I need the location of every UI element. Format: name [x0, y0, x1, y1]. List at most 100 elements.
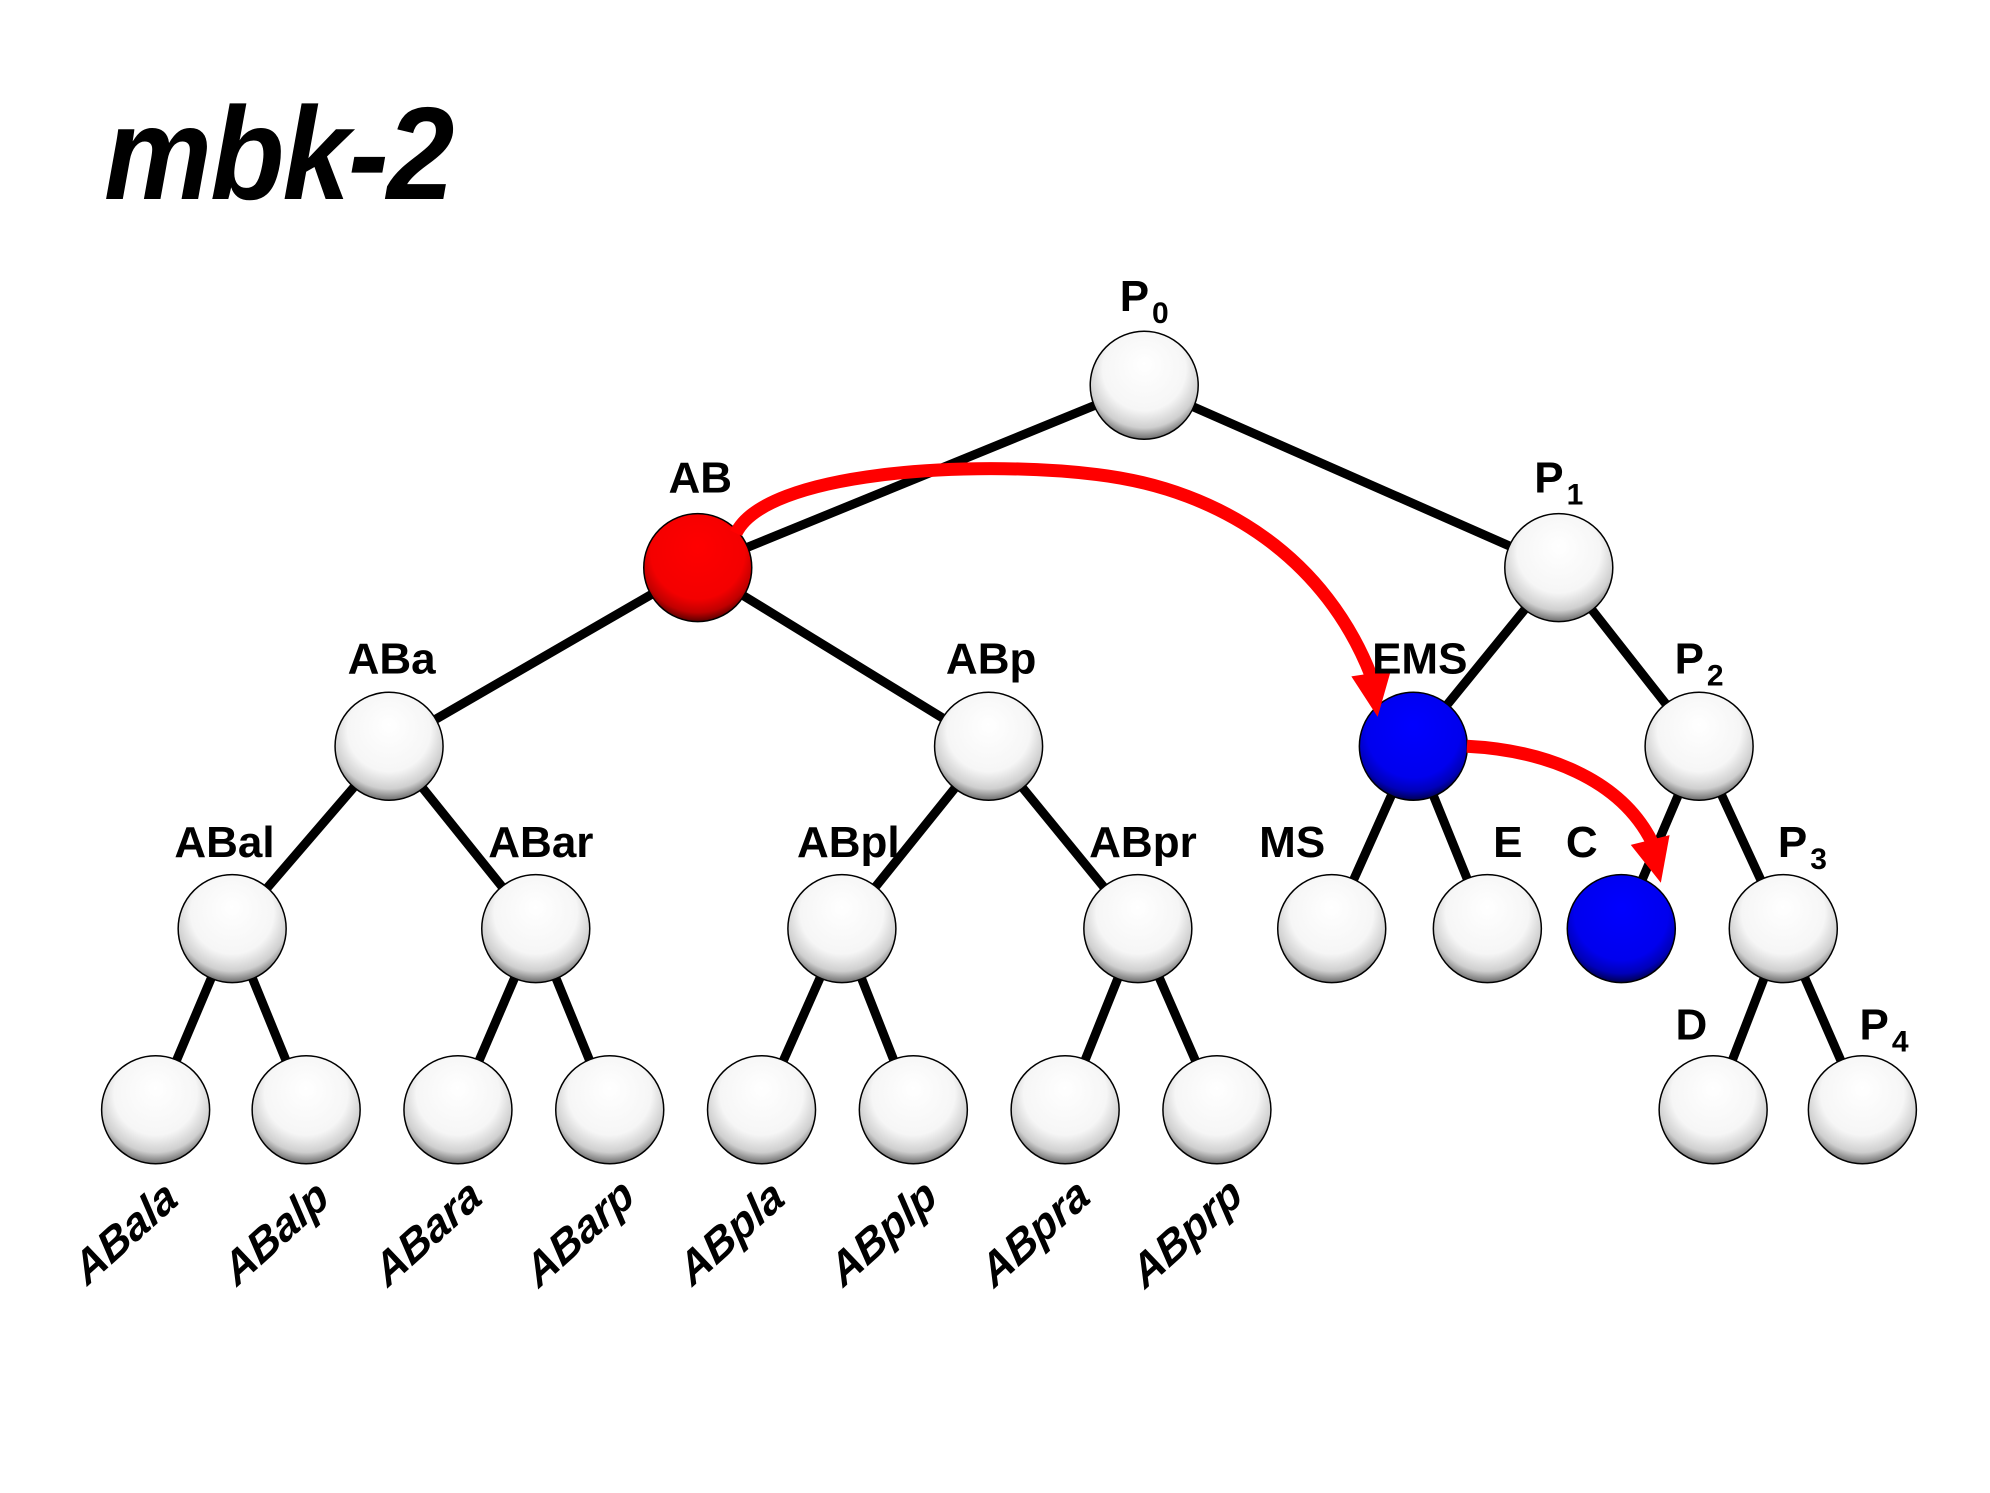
- edge-ems-ms: [1348, 790, 1398, 884]
- cell-node-e: [1432, 873, 1543, 984]
- cell-label-text: AB: [669, 453, 733, 502]
- cell-label-abprp: ABprp: [1122, 1167, 1250, 1298]
- cell-label-abp: ABp: [946, 635, 1036, 684]
- cell-label-text: P: [1778, 818, 1807, 867]
- edge-abpl-abplp: [856, 973, 899, 1064]
- cell-node-d: [1658, 1055, 1768, 1165]
- arrows-layer: [730, 462, 1670, 883]
- cell-node-abal: [177, 873, 287, 984]
- nodes-layer: [100, 330, 1918, 1165]
- cell-label-subscript: 2: [1707, 660, 1724, 693]
- cell-label-text: P: [1675, 635, 1704, 684]
- cell-node-abala: [100, 1055, 211, 1165]
- cell-node-abpr: [1083, 873, 1193, 984]
- cell-label-text: E: [1493, 818, 1522, 867]
- cell-label-ab: AB: [669, 453, 733, 502]
- cell-node-ab-source: [643, 512, 753, 623]
- edges-layer: [171, 399, 1846, 1065]
- cell-node-abprp: [1162, 1055, 1272, 1165]
- cell-label-abpra: ABpra: [971, 1168, 1097, 1298]
- cell-label-text: P: [1860, 1001, 1889, 1050]
- edge-abal-abala: [171, 972, 217, 1064]
- signal-arrow-ab-to-ems: [730, 462, 1378, 679]
- edge-p1-ems: [1442, 603, 1531, 709]
- cell-node-abalp: [251, 1055, 361, 1165]
- edge-aba-abal: [262, 781, 360, 893]
- edge-abar-abarp: [550, 973, 595, 1064]
- edge-abal-abalp: [246, 973, 291, 1064]
- edge-aba-abar: [416, 782, 507, 891]
- cell-label-abarp: ABarp: [516, 1168, 642, 1298]
- cell-label-text: ABa: [348, 635, 437, 684]
- cell-label-ms: MS: [1259, 818, 1325, 867]
- cell-node-aba: [334, 691, 444, 801]
- cell-label-text: ABp: [946, 635, 1036, 684]
- arrowhead-icon: [1351, 670, 1391, 717]
- cell-label-aba: ABa: [348, 635, 437, 684]
- edge-p1-p2: [1586, 604, 1671, 709]
- cell-label-abpla: ABpla: [670, 1170, 793, 1297]
- cell-label-abplp: ABplp: [821, 1169, 946, 1297]
- cell-label-e: E: [1493, 818, 1522, 867]
- cell-label-text: MS: [1259, 818, 1325, 867]
- edge-ems-e: [1427, 790, 1472, 883]
- edge-abp-abpl: [870, 782, 961, 891]
- cell-label-subscript: 0: [1152, 297, 1169, 330]
- edge-p0-p1: [1188, 401, 1513, 551]
- cell-label-abpl: ABpl: [797, 818, 900, 867]
- edge-abpr-abpra: [1080, 973, 1124, 1064]
- cell-label-abalp: ABalp: [214, 1170, 337, 1297]
- arrowhead-icon: [1630, 835, 1670, 883]
- edge-ab-abp: [738, 589, 947, 723]
- cell-node-abara: [403, 1055, 513, 1165]
- edge-p3-d: [1727, 973, 1770, 1063]
- cell-label-text: P: [1120, 272, 1149, 321]
- cell-label-text: ABal: [174, 818, 274, 867]
- cell-node-abpl: [787, 873, 897, 984]
- cell-node-abpra: [1010, 1055, 1120, 1165]
- cell-label-text: EMS: [1372, 635, 1467, 684]
- edge-abpr-abprp: [1153, 972, 1201, 1064]
- cell-node-p3: [1728, 873, 1839, 984]
- cell-label-text: ABpl: [797, 818, 900, 867]
- cell-label-abal: ABal: [174, 818, 274, 867]
- cell-label-text: C: [1566, 818, 1598, 867]
- cell-label-text: P: [1534, 453, 1563, 502]
- cell-label-abar: ABar: [488, 818, 593, 867]
- cell-node-abarp: [554, 1055, 665, 1165]
- cell-label-c: C: [1566, 818, 1598, 867]
- cell-node-p4: [1807, 1055, 1918, 1165]
- edge-p3-p4: [1799, 972, 1846, 1064]
- cell-node-abar: [481, 873, 591, 984]
- edge-ab-aba: [431, 588, 657, 725]
- cell-label-subscript: 3: [1810, 843, 1827, 876]
- cell-label-text: ABar: [488, 818, 593, 867]
- edge-abar-abara: [474, 972, 521, 1064]
- cell-label-text: D: [1676, 1001, 1708, 1050]
- cell-node-c-target: [1566, 873, 1677, 984]
- cell-node-ms: [1276, 873, 1387, 984]
- edge-abpl-abpla: [778, 972, 826, 1065]
- cell-label-abara: ABara: [365, 1169, 490, 1297]
- cell-node-abp: [933, 691, 1044, 801]
- cell-label-d: D: [1676, 1001, 1708, 1050]
- edge-abp-abpr: [1016, 782, 1109, 892]
- cell-label-subscript: 4: [1892, 1026, 1909, 1059]
- edge-p2-p3: [1715, 789, 1766, 884]
- cell-label-abala: ABala: [65, 1171, 186, 1296]
- cell-label-ems: EMS: [1372, 635, 1467, 684]
- gene-title: mbk-2: [104, 80, 454, 227]
- cell-node-abpla: [706, 1055, 817, 1165]
- cell-node-abplp: [858, 1055, 969, 1165]
- cell-node-p2: [1644, 691, 1754, 801]
- cell-node-p1: [1504, 512, 1614, 623]
- signal-arrow-ems-to-c: [1466, 739, 1658, 845]
- cell-label-text: ABpr: [1089, 818, 1197, 867]
- cell-label-subscript: 1: [1567, 478, 1584, 511]
